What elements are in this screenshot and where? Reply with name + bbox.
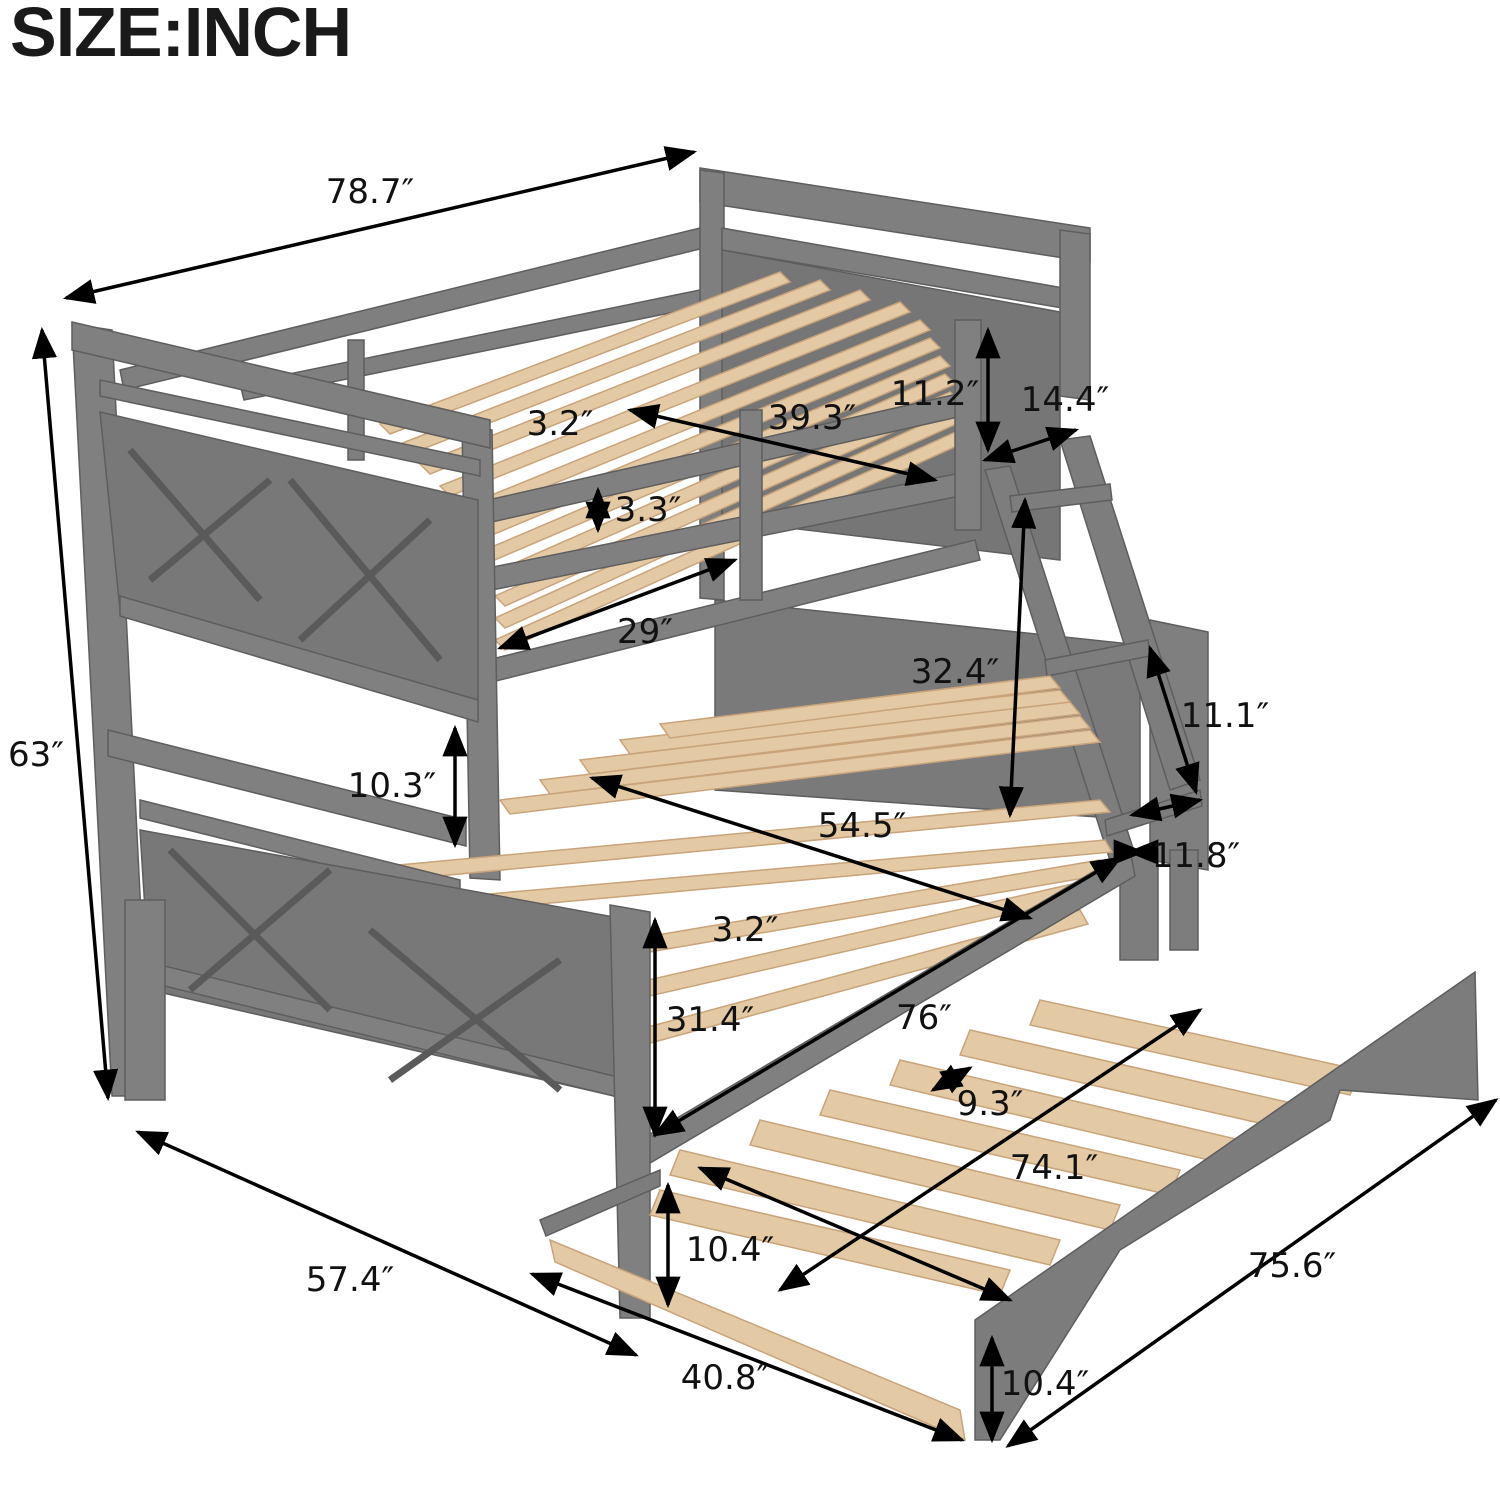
arrow-ladder-width xyxy=(982,426,1079,464)
label-lower-bed-diagonal: 76″ xyxy=(896,998,952,1038)
label-trundle-front-height: 10.4″ xyxy=(1000,1364,1090,1404)
label-ladder-step-spacing: 11.1″ xyxy=(1180,696,1270,736)
label-top-rail-gap: 3.3″ xyxy=(614,490,682,530)
arrow-trundle-width xyxy=(529,1272,965,1442)
arrow-overall-height xyxy=(31,326,119,1102)
label-lower-bed-length: 54.5″ xyxy=(817,806,907,846)
arrow-overall-width xyxy=(135,1130,639,1357)
arrow-trundle-outer-length xyxy=(1005,1098,1499,1448)
label-trundle-height: 10.4″ xyxy=(685,1230,775,1270)
arrow-step-spacing xyxy=(1146,644,1200,796)
label-overall-width: 57.4″ xyxy=(305,1260,395,1300)
label-lower-headboard-gap: 10.3″ xyxy=(347,766,437,806)
arrow-overall-length xyxy=(62,146,698,304)
dimension-arrows xyxy=(31,146,1499,1448)
label-trundle-length: 74.1″ xyxy=(1009,1148,1099,1188)
size-unit-title: SIZE:INCH xyxy=(10,0,352,71)
label-ladder-depth: 11.8″ xyxy=(1151,836,1241,876)
label-top-guard-length: 39.3″ xyxy=(767,398,857,438)
label-top-opening: 29″ xyxy=(617,612,673,652)
label-lower-bed-height: 31.4″ xyxy=(665,1000,755,1040)
label-bunk-clearance: 32.4″ xyxy=(910,652,1000,692)
label-overall-height: 63″ xyxy=(8,735,64,775)
arrow-clearance xyxy=(998,496,1037,819)
label-trundle-slat-gap: 9.3″ xyxy=(956,1084,1024,1124)
label-lower-slat-gap: 3.2″ xyxy=(711,910,779,950)
label-overall-length: 78.7″ xyxy=(325,172,415,212)
label-top-guard-gap: 3.2″ xyxy=(526,404,594,444)
label-ladder-width: 14.4″ xyxy=(1020,380,1110,420)
arrow-lower-diagonal xyxy=(652,856,1123,1137)
label-top-guard-height: 11.2″ xyxy=(890,374,980,414)
label-trundle-outer-length: 75.6″ xyxy=(1247,1246,1337,1286)
arrow-ladder-depth xyxy=(1128,793,1204,822)
arrow-top-opening xyxy=(497,558,738,650)
label-trundle-width: 40.8″ xyxy=(680,1358,770,1398)
arrow-guard-length xyxy=(626,404,939,486)
